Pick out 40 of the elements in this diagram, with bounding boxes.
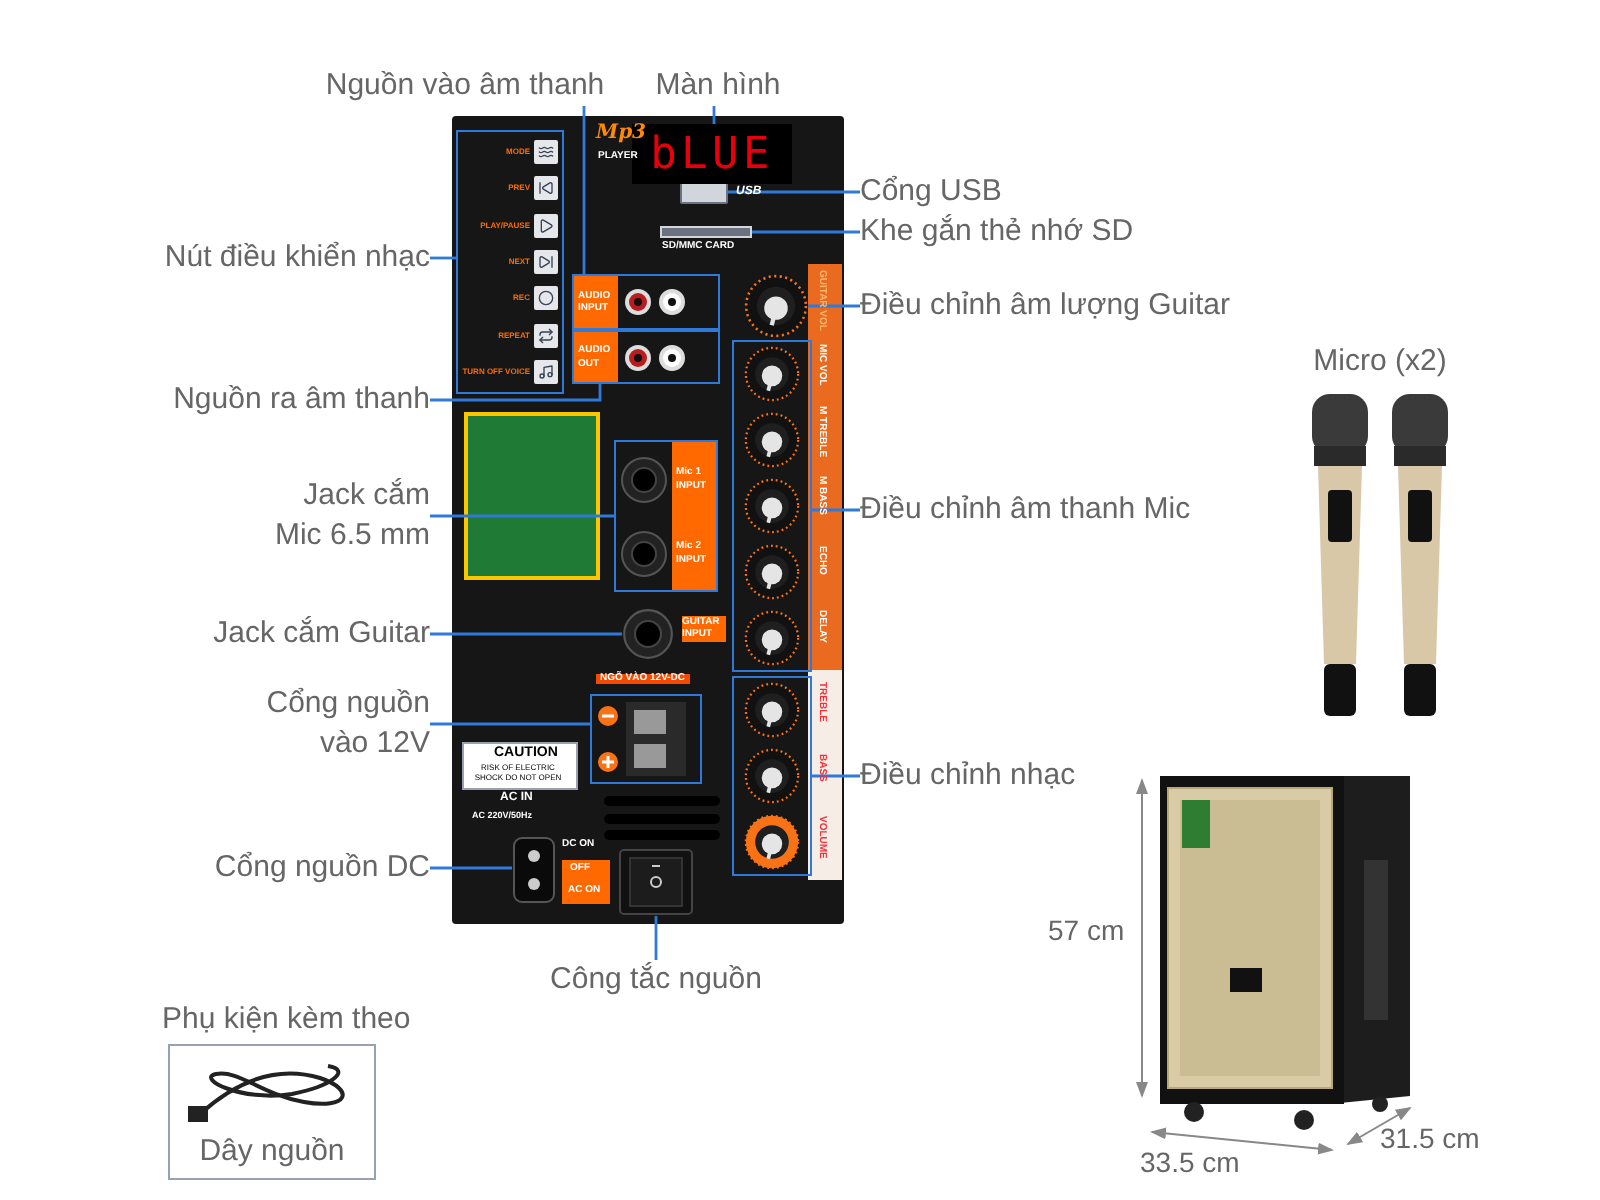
audio-jack-panel <box>572 330 720 384</box>
leader-line <box>582 106 586 274</box>
leader-line <box>430 632 622 636</box>
button-panel <box>456 130 564 394</box>
audio-jack-panel <box>572 274 720 330</box>
node-label: Dây nguồn <box>199 1131 345 1171</box>
leader-line <box>430 384 602 402</box>
callout-text: Cổng USB <box>860 172 1020 212</box>
dimension-label: 31.5 cm <box>1380 1124 1480 1152</box>
leader-line <box>812 508 860 512</box>
callout-text: Công tắc nguồn <box>536 960 776 1000</box>
callout-text: Màn hình <box>644 66 792 106</box>
callout-text: Nguồn vào âm thanh <box>310 66 620 106</box>
callout-text: Nguồn ra âm thanh <box>150 380 430 420</box>
leader-line <box>712 106 716 124</box>
callout-text: Cổng nguồn DC <box>190 848 430 888</box>
leader-line <box>654 916 658 960</box>
leader-line <box>808 304 860 308</box>
mic-jack-panel <box>614 440 718 592</box>
node-label: Phụ kiện kèm theo <box>162 1000 411 1040</box>
callout-text: Điều chỉnh âm lượng Guitar <box>860 286 1260 326</box>
callout-text: Cổng nguồn vào 12V <box>240 684 430 764</box>
node-label: Micro (x2) <box>1313 342 1447 382</box>
leader-line <box>430 866 512 870</box>
dimension-label: 57 cm <box>1048 916 1125 944</box>
leader-line <box>812 774 860 778</box>
leader-line <box>752 230 860 234</box>
leader-line <box>430 514 614 518</box>
panel-text: Mp3 <box>596 124 647 144</box>
control-panel <box>452 116 844 924</box>
callout-text: Jack cắm Guitar <box>180 614 430 654</box>
callout-text: Điều chỉnh nhạc <box>860 756 1110 796</box>
callout-text: Jack cắm Mic 6.5 mm <box>250 476 430 556</box>
callout-text: Khe gắn thẻ nhớ SD <box>860 212 1160 252</box>
leader-line <box>430 256 456 260</box>
callout-text: Điều chỉnh âm thanh Mic <box>860 490 1230 530</box>
dimension-label: 33.5 cm <box>1140 1148 1240 1176</box>
leader-line <box>728 190 860 194</box>
callout-text: Nút điều khiển nhạc <box>120 238 430 278</box>
leader-line <box>430 722 590 726</box>
